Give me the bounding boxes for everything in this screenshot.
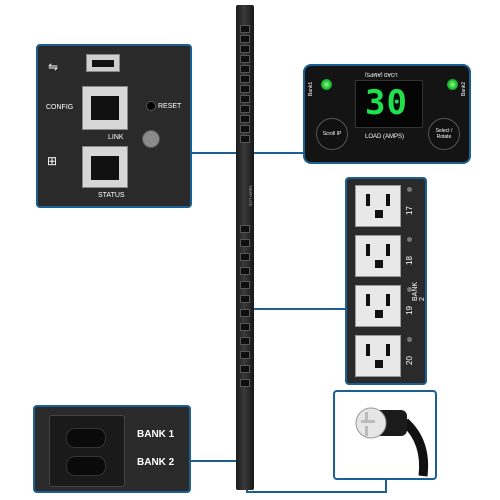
bank2-outlet-label: BANK 2 [412,281,426,301]
bank1-led [321,79,332,90]
load-reading: 30 [365,83,408,123]
pdu-outlet [240,105,250,113]
plug-panel [333,390,437,480]
breaker-bank1-label: BANK 1 [137,429,175,440]
select-rotate-button[interactable]: Select / Rotate [428,118,460,150]
digit-display: 30 [355,80,423,128]
outlet-receptacle [355,185,401,227]
callout-line-outlets [254,308,347,310]
outlet-slot [386,344,390,356]
pdu-outlet [240,295,250,303]
outlet-slot [366,294,370,306]
pdu-outlet [240,25,250,33]
outlet-slot [366,244,370,256]
pdu-outlet [240,365,250,373]
callout-line-config [190,152,238,154]
config-label: CONFIG [46,104,74,111]
callout-line-display [254,152,304,154]
outlet-slot [366,344,370,356]
pdu-outlet [240,309,250,317]
network-icon: ⊞ [47,154,58,168]
link-label: LINK [108,134,124,141]
link-led [142,130,160,148]
pdu-outlet [240,115,250,123]
outlet-slot [375,360,383,368]
pdu-outlet [240,225,250,233]
outlet-number: 20 [405,356,414,365]
scroll-ip-button[interactable]: Scroll IP [316,118,348,150]
pdu-outlet [240,253,250,261]
pdu-strip: TRIPP·LITE [236,5,254,490]
callout-line-breaker [190,460,238,462]
status-ethernet-port[interactable] [82,146,128,188]
outlet-slot [386,294,390,306]
display-panel: Bank1 Bank2 LOAD (AMPS) 30 LOAD (AMPS) S… [303,64,471,164]
outlet-led [407,237,412,242]
pdu-outlet [240,45,250,53]
callout-line-plug-h [246,491,386,493]
bank2-led [447,79,458,90]
outlet-slot [386,244,390,256]
config-panel: ⇋ CONFIG RESET LINK ⊞ STATUS [36,44,192,208]
pdu-outlet [240,351,250,359]
pdu-outlet [240,281,250,289]
load-label-bottom: LOAD (AMPS) [365,134,405,140]
breaker-bank2-label: BANK 2 [137,457,175,468]
outlet-slot [375,260,383,268]
usb-port[interactable] [86,54,120,72]
pdu-outlet [240,125,250,133]
outlet-led [407,287,412,292]
usb-icon: ⇋ [48,60,59,74]
pdu-outlet [240,323,250,331]
pdu-outlet [240,95,250,103]
outlet-number: 18 [405,256,414,265]
outlet-receptacle [355,335,401,377]
bank1-label: Bank1 [308,81,314,96]
pdu-brand-label: TRIPP·LITE [248,185,253,207]
plug-image [355,407,429,477]
bank2-label: Bank2 [461,81,467,96]
outlet-slot [375,210,383,218]
outlet-receptacle [355,285,401,327]
pdu-outlet [240,75,250,83]
pdu-outlet [240,65,250,73]
breaker-bank2-reset[interactable] [66,456,106,476]
outlet-slot [366,194,370,206]
status-label: STATUS [98,192,125,199]
callout-line-plug-v [385,478,387,493]
outlet-led [407,337,412,342]
outlet-number: 19 [405,306,414,315]
outlet-slot [375,310,383,318]
breaker-block [49,415,125,487]
outlet-receptacle [355,235,401,277]
pdu-outlet [240,267,250,275]
breaker-panel: BANK 1 BANK 2 [33,405,191,493]
config-ethernet-port[interactable] [82,86,128,130]
pdu-outlet [240,337,250,345]
reset-label: RESET [158,103,182,110]
pdu-outlet [240,135,250,143]
outlet-slot [386,194,390,206]
pdu-outlet [240,379,250,387]
load-label-top: LOAD (AMPS) [365,71,398,77]
breaker-bank1-reset[interactable] [66,428,106,448]
outlet-number: 17 [405,206,414,215]
pdu-outlet [240,85,250,93]
reset-button[interactable] [146,101,156,111]
pdu-outlet [240,239,250,247]
pdu-outlet [240,55,250,63]
pdu-outlet [240,35,250,43]
outlet-led [407,187,412,192]
outlet-panel: 17 18 19 20 BANK 2 [345,177,427,385]
